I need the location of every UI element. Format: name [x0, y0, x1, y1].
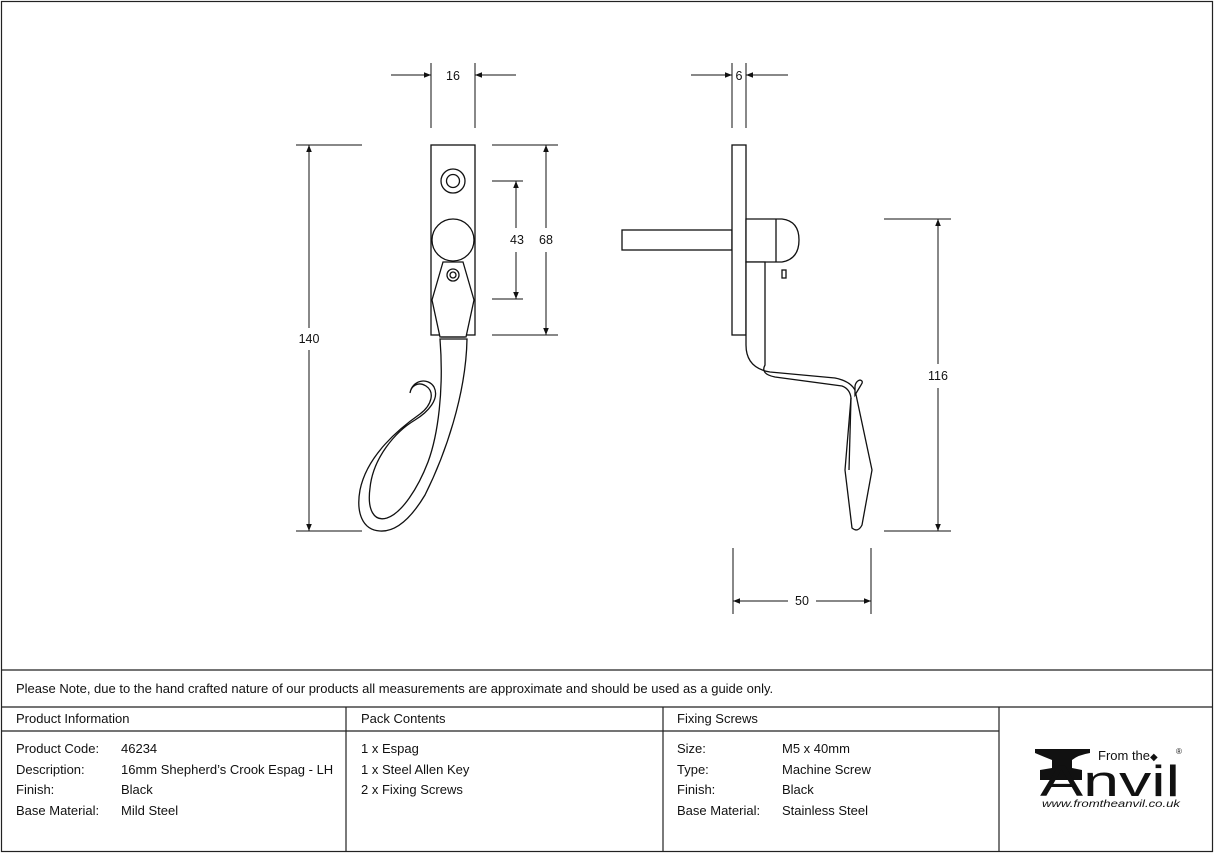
screw-label: Base Material: — [677, 802, 761, 818]
pack-item: 1 x Steel Allen Key — [361, 761, 470, 777]
front-dimensions — [296, 63, 558, 532]
screw-material-value: Stainless Steel — [782, 802, 868, 818]
dim-plate-thickness: 6 — [736, 69, 743, 83]
diamond-icon: ◆ — [1150, 752, 1158, 763]
fixing-screws-heading: Fixing Screws — [677, 711, 758, 726]
pack-contents-list: 1 x Espag 1 x Steel Allen Key 2 x Fixing… — [361, 739, 469, 801]
side-dimensions — [691, 63, 951, 614]
finish-value: Black — [121, 782, 153, 797]
dim-hole-spacing: 43 — [510, 233, 524, 247]
screw-hole-top — [440, 168, 466, 194]
shepherds-crook-handle — [358, 338, 468, 532]
dim-projection: 50 — [795, 594, 809, 608]
spindle-boss — [431, 218, 475, 262]
screw-type-value: Machine Screw — [782, 761, 871, 777]
fixing-screws-values: M5 x 40mm Machine Screw Black Stainless … — [782, 739, 871, 821]
screw-label: Type: — [677, 761, 709, 777]
screw-label: Size: — [677, 741, 706, 756]
dim-handle-drop: 116 — [928, 369, 948, 383]
base-material-value: Mild Steel — [121, 802, 179, 818]
pack-item: 2 x Fixing Screws — [361, 782, 463, 797]
spindle-bar — [621, 229, 733, 251]
product-info-label: Description: — [16, 761, 85, 777]
anvil-icon — [1035, 749, 1090, 780]
screw-hole-top-inner — [445, 173, 461, 189]
handle-diamond — [431, 261, 475, 338]
pack-item: 1 x Espag — [361, 741, 419, 756]
pack-contents-heading: Pack Contents — [361, 711, 446, 726]
screw-finish-value: Black — [782, 782, 814, 797]
screw-size-value: M5 x 40mm — [782, 741, 850, 756]
side-view — [621, 144, 873, 531]
front-view — [358, 144, 476, 532]
product-info-label: Finish: — [16, 782, 55, 797]
product-info-label: Base Material: — [16, 802, 100, 818]
logo-registered: ® — [1176, 747, 1182, 756]
screw-label: Finish: — [677, 782, 716, 797]
side-grub-screw — [781, 269, 787, 279]
dim-height-total: 140 — [299, 332, 320, 346]
measurement-note: Please Note, due to the hand crafted nat… — [16, 681, 774, 696]
dim-width-top: 16 — [446, 69, 460, 83]
logo-brand: Anvil — [1040, 757, 1180, 806]
logo-url: www.fromtheanvil.co.uk — [1042, 798, 1181, 810]
dim-plate-height: 68 — [539, 233, 553, 247]
logo-from-the: From the — [1098, 748, 1150, 763]
side-boss — [745, 218, 800, 263]
product-code-value: 46234 — [121, 741, 158, 756]
product-info-values: 46234 16mm Shepherd’s Crook Espag - LH B… — [121, 739, 333, 821]
product-info-label: Product Code: — [16, 741, 100, 756]
side-backplate — [731, 144, 747, 336]
description-value: 16mm Shepherd’s Crook Espag - LH — [121, 761, 334, 777]
fixing-screws-labels: Size: Type: Finish: Base Material: — [677, 739, 760, 821]
info-table-grid — [1, 669, 1213, 852]
product-information-heading: Product Information — [16, 711, 130, 726]
side-handle-arm — [745, 261, 873, 531]
from-the-anvil-logo: From the ◆ ® Anvil www.fromtheanvil.co.u… — [1035, 747, 1182, 810]
screw-hole-bottom — [446, 268, 460, 282]
product-info-labels: Product Code: Description: Finish: Base … — [16, 739, 99, 821]
